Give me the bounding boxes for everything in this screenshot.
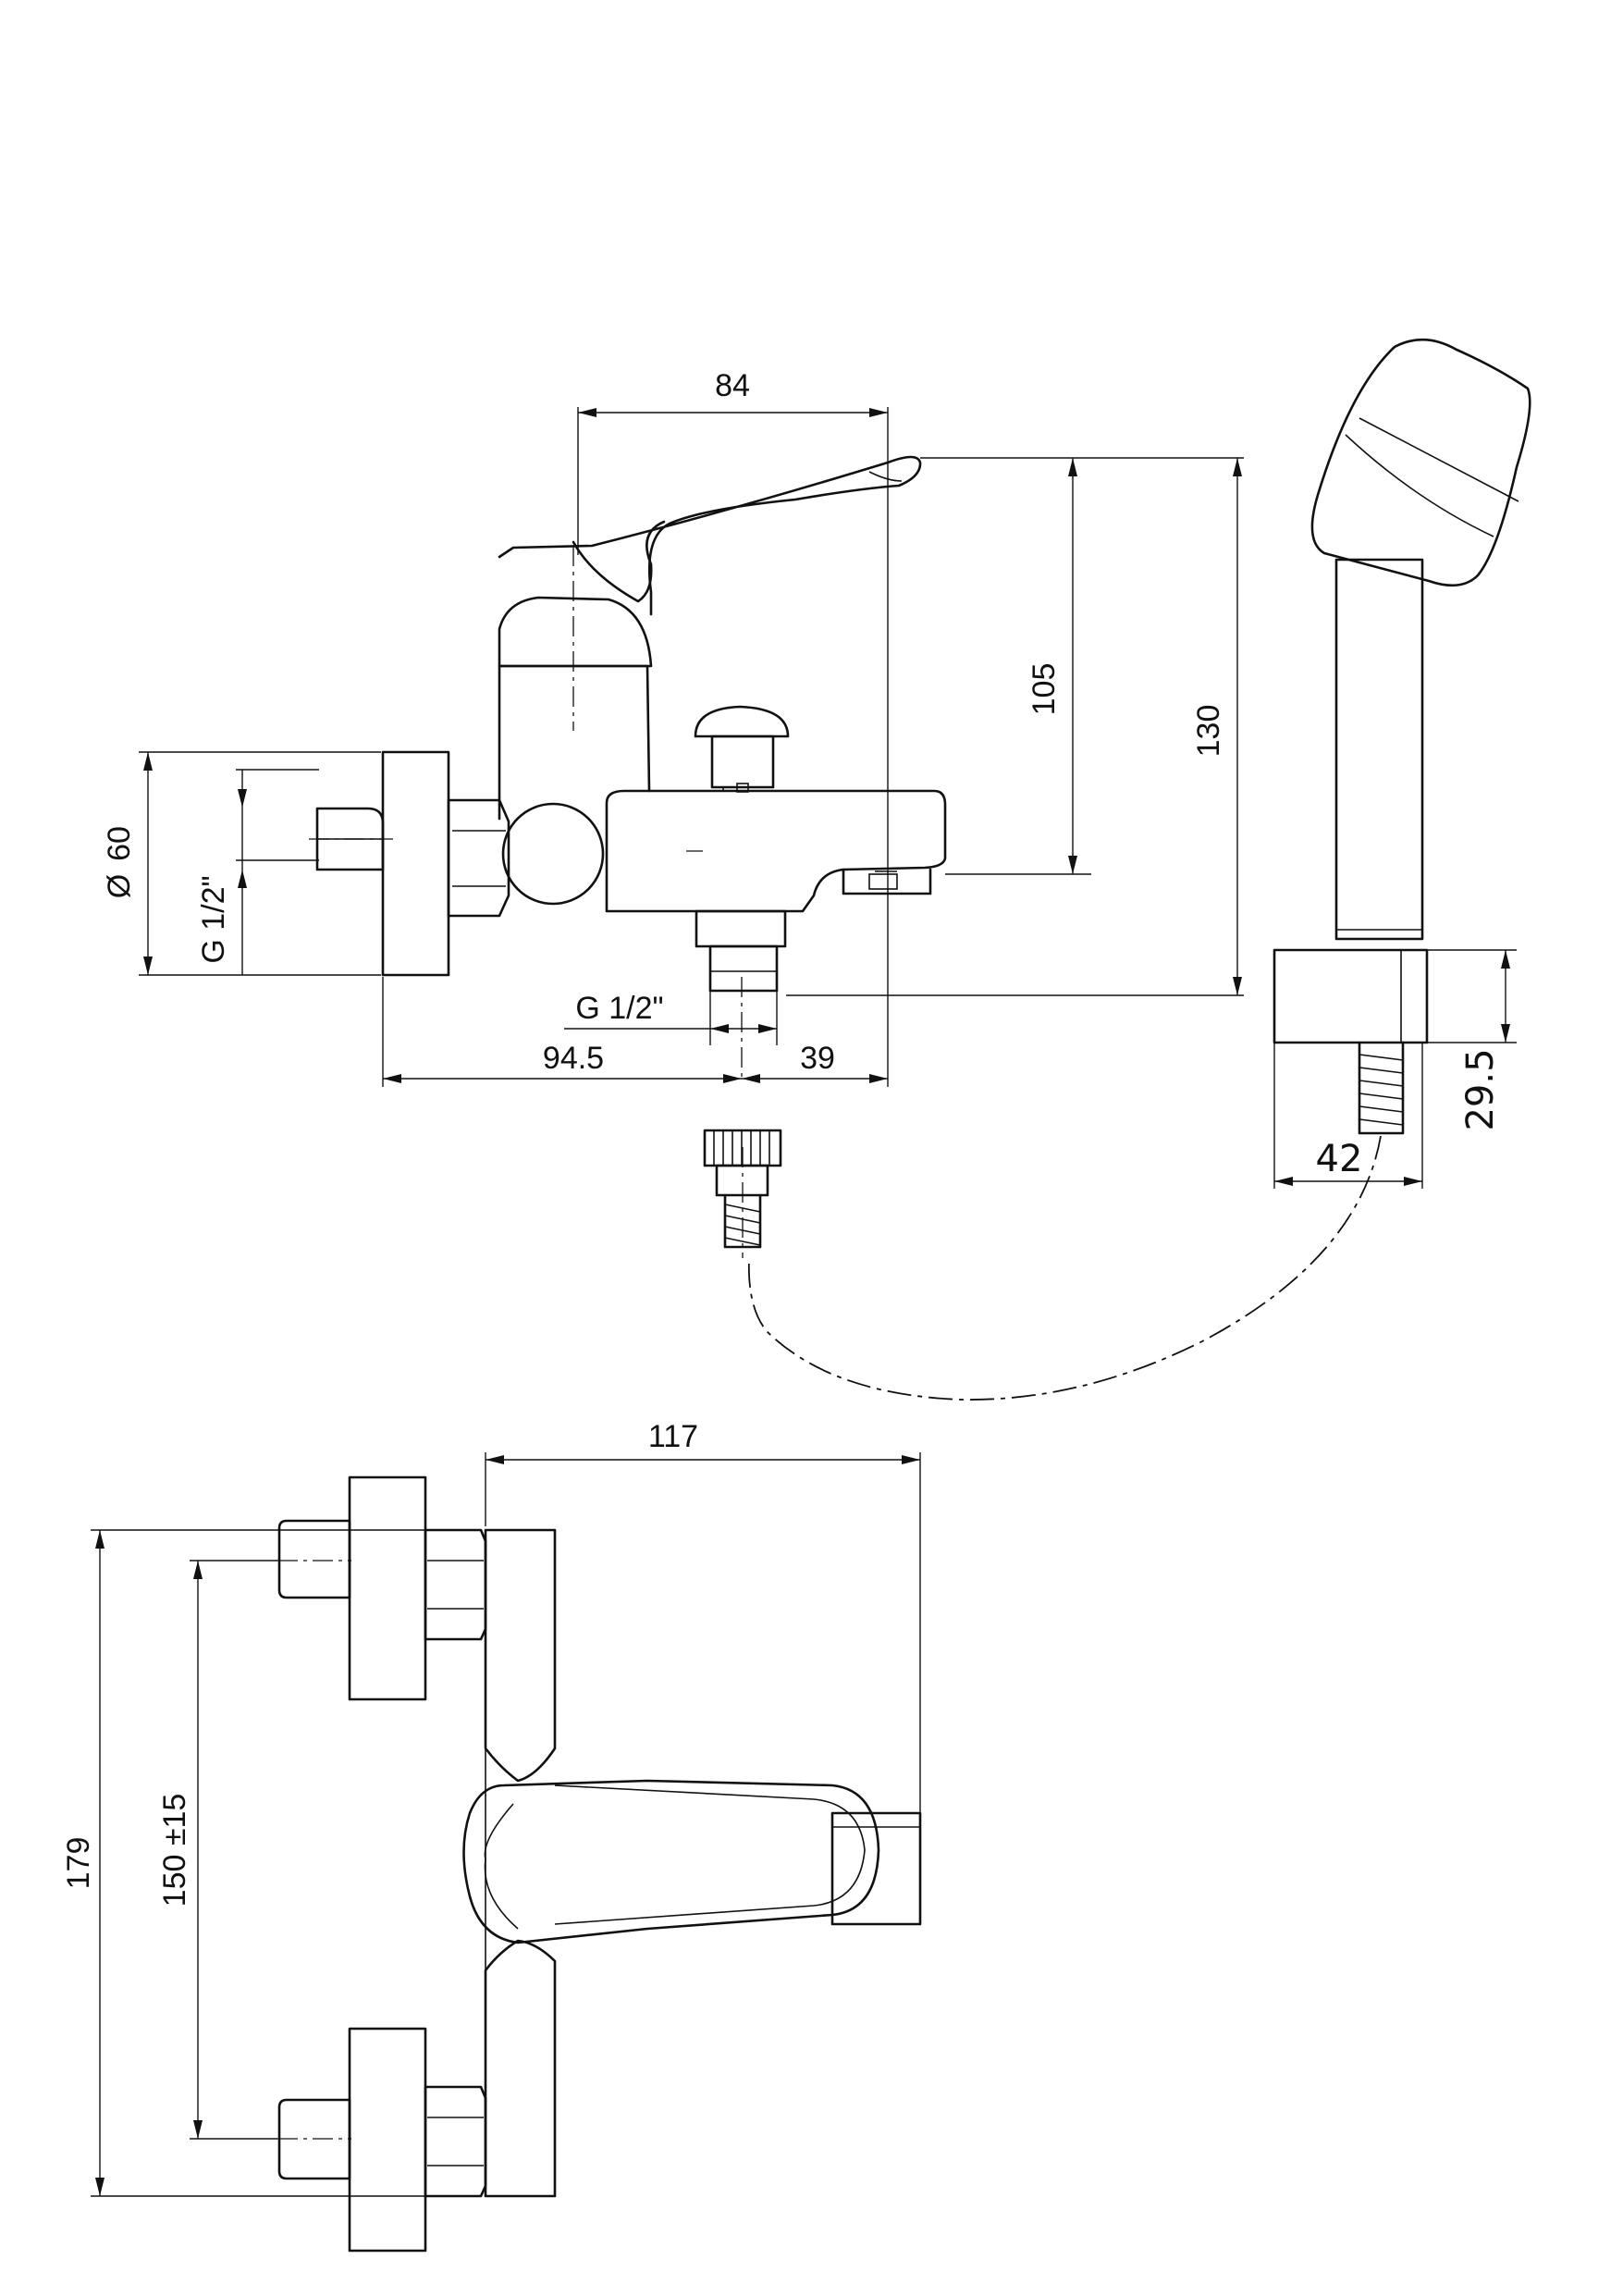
dim-179-label: 179 xyxy=(61,1837,96,1890)
front-body-upper xyxy=(484,1528,557,1783)
top-hex-nut xyxy=(424,1528,487,1641)
mixer-front-view xyxy=(277,1475,922,2253)
eccentric-connector xyxy=(315,807,385,871)
mixer-body xyxy=(498,664,651,821)
dim-117-label: 117 xyxy=(648,1419,698,1454)
dimension-labels: 84 105 130 Ø 60 G 1/2" G 1/2" 94.5 39 29… xyxy=(61,368,1502,1907)
spout-front xyxy=(830,1811,922,1926)
top-flange xyxy=(348,1475,427,1701)
shower-handle xyxy=(1334,558,1424,941)
top-connector xyxy=(277,1519,351,1599)
dim-105-label: 105 xyxy=(1027,663,1062,716)
dim-94-5-label: 94.5 xyxy=(543,1041,604,1076)
outlet-nipple xyxy=(695,909,787,948)
dim-84-label: 84 xyxy=(715,368,750,403)
dim-130-label: 130 xyxy=(1191,705,1226,758)
hose-fitting xyxy=(1358,1041,1405,1135)
cartridge-housing xyxy=(498,596,653,668)
shower-head xyxy=(1310,338,1531,587)
dim-39-label: 39 xyxy=(800,1041,835,1076)
dim-60-label: 60 xyxy=(102,826,137,861)
dimension-lines xyxy=(91,407,1517,2197)
dim-thread-left-label: G 1/2" xyxy=(196,875,231,963)
shower-holder xyxy=(1273,948,1429,1044)
body-circle xyxy=(501,802,605,906)
bottom-hex-nut xyxy=(424,2085,487,2198)
dim-150-label: 150 ±15 xyxy=(157,1794,192,1907)
aerator xyxy=(842,868,932,895)
wall-flange xyxy=(381,750,450,977)
spout xyxy=(605,789,947,913)
hand-shower xyxy=(703,338,1531,1401)
diverter-stem xyxy=(710,734,775,789)
diverter-knob xyxy=(694,705,790,738)
bottom-connector xyxy=(277,2098,351,2180)
front-body-lower xyxy=(484,1939,557,2198)
dim-thread-bottom-label: G 1/2" xyxy=(575,991,663,1026)
hose xyxy=(747,1135,1382,1401)
dim-diameter-symbol: Ø xyxy=(102,874,137,898)
hose-connector xyxy=(703,1129,782,1258)
dim-42-label: 42 xyxy=(1316,1138,1363,1180)
lever-front xyxy=(462,1779,880,1944)
dim-29-5-label: 29.5 xyxy=(1459,1048,1502,1130)
lever xyxy=(498,455,922,616)
mixer-side-view xyxy=(309,455,947,1080)
bottom-flange xyxy=(348,2027,427,2253)
